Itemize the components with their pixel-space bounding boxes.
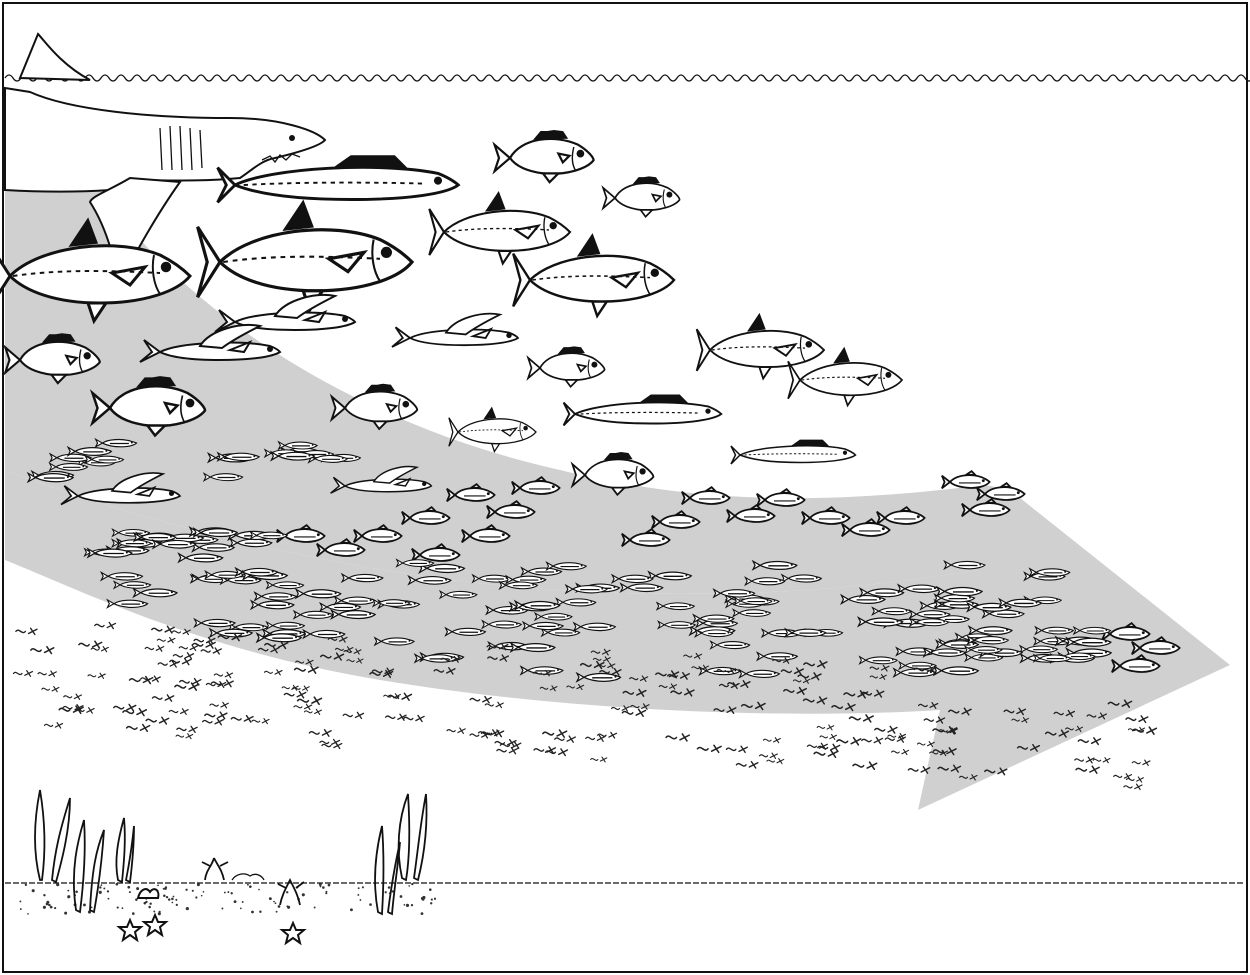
sediment-dot: [64, 912, 67, 915]
sediment-dot: [172, 902, 174, 904]
sediment-dot: [83, 903, 86, 906]
sediment-dot: [408, 885, 410, 887]
sediment-dot: [117, 907, 119, 909]
sediment-dot: [99, 886, 101, 888]
sediment-dot: [54, 907, 56, 909]
sediment-dot: [116, 883, 119, 886]
sediment-dot: [400, 895, 403, 898]
sediment-dot: [224, 892, 226, 894]
sediment-dot: [46, 903, 49, 906]
sediment-dot: [286, 891, 288, 893]
sediment-dot: [108, 898, 110, 900]
sediment-dot: [422, 898, 425, 901]
sediment-dot: [369, 903, 372, 906]
sediment-dot: [322, 886, 325, 889]
sediment-dot: [27, 913, 29, 915]
sediment-dot: [129, 891, 131, 893]
sediment-dot: [99, 891, 102, 894]
sediment-dot: [20, 908, 22, 910]
sediment-dot: [173, 896, 175, 898]
sediment-dot: [258, 889, 260, 891]
sediment-dot: [163, 895, 166, 898]
sediment-dot: [429, 888, 432, 891]
sediment-dot: [231, 892, 233, 894]
sediment-dot: [157, 885, 159, 887]
sediment-dot: [67, 896, 69, 898]
sediment-dot: [275, 902, 277, 904]
sediment-dot: [328, 884, 331, 887]
sediment-dot: [171, 898, 174, 901]
sediment-dot: [67, 890, 69, 892]
sediment-dot: [234, 900, 237, 903]
sediment-dot: [430, 902, 432, 904]
sediment-dot: [101, 884, 103, 886]
sediment-dot: [136, 887, 139, 890]
sediment-dot: [350, 908, 353, 911]
sediment-dot: [168, 898, 170, 900]
sediment-dot: [221, 908, 223, 910]
sediment-dot: [358, 887, 360, 889]
sediment-dot: [103, 888, 105, 890]
sediment-dot: [192, 890, 194, 892]
sediment-dot: [326, 891, 328, 893]
sediment-dot: [421, 912, 424, 915]
sediment-dot: [25, 884, 27, 886]
sediment-dot: [50, 906, 53, 909]
sediment-dot: [269, 897, 272, 900]
sediment-dot: [302, 893, 305, 896]
sediment-dot: [251, 911, 254, 914]
sediment-dot: [186, 907, 189, 910]
sediment-dot: [149, 902, 151, 904]
sediment-dot: [259, 911, 261, 913]
sediment-dot: [242, 901, 244, 903]
sediment-dot: [107, 890, 109, 892]
sediment-dot: [247, 884, 249, 886]
sediment-dot: [201, 895, 203, 897]
sediment-dot: [286, 905, 288, 907]
sediment-dot: [32, 889, 35, 892]
sediment-dot: [175, 899, 177, 901]
sediment-dot: [404, 904, 406, 906]
sediment-dot: [320, 886, 322, 888]
sediment-dot: [227, 891, 229, 893]
sediment-dot: [411, 904, 413, 906]
sediment-dot: [411, 883, 413, 885]
sediment-dot: [163, 888, 165, 890]
sediment-dot: [197, 883, 200, 886]
sediment-dot: [185, 889, 187, 891]
sediment-dot: [249, 885, 252, 888]
sediment-dot: [56, 883, 59, 886]
sediment-dot: [195, 896, 197, 898]
sediment-dot: [43, 894, 45, 896]
sediment-dot: [203, 891, 205, 893]
sediment-dot: [385, 891, 387, 893]
sediment-dot: [153, 911, 155, 913]
sediment-dot: [434, 898, 436, 900]
sediment-dot: [319, 883, 322, 886]
sediment-dot: [132, 912, 135, 915]
sediment-dot: [20, 901, 22, 903]
sediment-dot: [431, 898, 433, 900]
sediment-dot: [48, 904, 51, 907]
sediment-dot: [278, 905, 281, 908]
sediment-dot: [359, 899, 361, 901]
sediment-dot: [158, 912, 161, 915]
sediment-dot: [273, 901, 275, 903]
sediment-dot: [362, 886, 364, 888]
sediment-dot: [240, 908, 242, 910]
sediment-dot: [388, 886, 391, 889]
sediment-dot: [145, 901, 147, 903]
sediment-dot: [357, 894, 359, 896]
sediment-dot: [75, 891, 78, 894]
sediment-dot: [276, 911, 278, 913]
sediment-dot: [406, 904, 409, 907]
sediment-dot: [176, 904, 178, 906]
sediment-dot: [127, 886, 130, 889]
sediment-dot: [314, 907, 316, 909]
sediment-dot: [148, 906, 151, 909]
sediment-dot: [166, 896, 168, 898]
sediment-dot: [43, 906, 46, 909]
sediment-dot: [122, 907, 124, 909]
